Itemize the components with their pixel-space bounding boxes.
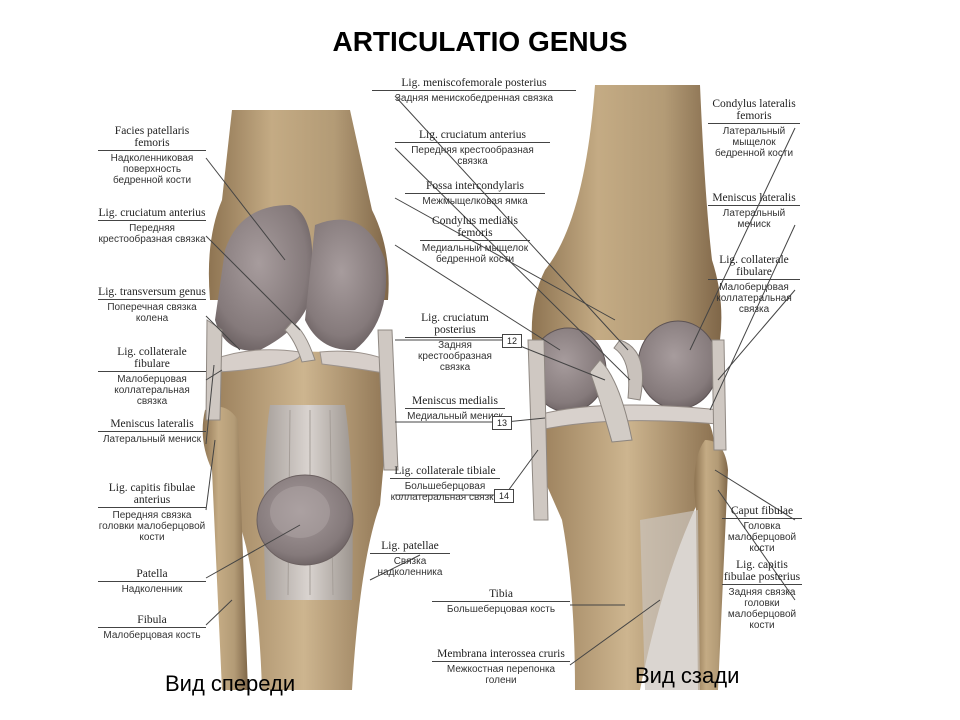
femur-back xyxy=(531,85,722,340)
label-condylus-lateralis-femoris: Condylus lateralis femoris Латеральный м… xyxy=(708,98,800,159)
label-lig-cruciatum-anterius-center: Lig. cruciatum anterius Передняя крестоо… xyxy=(395,129,550,167)
callout-number-13: 13 xyxy=(492,416,512,430)
label-facies-patellaris: Facies patellaris femoris Надколенникова… xyxy=(98,125,206,186)
label-fibula: Fibula Малоберцовая кость xyxy=(98,614,206,641)
label-fossa-intercondylaris: Fossa intercondylaris Межмыщелковая ямка xyxy=(405,180,545,207)
label-lig-collaterale-tibiale: Lig. collaterale tibiale Большеберцовая … xyxy=(390,465,500,503)
callout-number-12: 12 xyxy=(502,334,522,348)
label-tibia: Tibia Большеберцовая кость xyxy=(432,588,570,615)
label-lig-meniscofemorale-posterius: Lig. meniscofemorale posterius Задняя ме… xyxy=(372,77,576,104)
lateral-condyle-back xyxy=(637,320,719,410)
label-lig-transversum-genus: Lig. transversum genus Поперечная связка… xyxy=(98,286,206,324)
front-view-drawing xyxy=(202,110,399,690)
label-meniscus-medialis: Meniscus medialis Медиальный мениск xyxy=(405,395,505,422)
lateral-condyle-cartilage xyxy=(215,205,313,351)
label-patella: Patella Надколенник xyxy=(98,568,206,595)
label-lig-collaterale-fibulare-back: Lig. collaterale fibulare Малоберцовая к… xyxy=(708,254,800,315)
label-lig-capitis-fibulae-anterius: Lig. capitis fibulae anterius Передняя с… xyxy=(98,482,206,543)
label-lig-cruciatum-anterius-front: Lig. cruciatum anterius Передняя крестоо… xyxy=(98,207,206,245)
label-lig-capitis-fibulae-posterius: Lig. capitis fibulae posterius Задняя св… xyxy=(722,559,802,631)
label-meniscus-lateralis-back: Meniscus lateralis Латеральный мениск xyxy=(708,192,800,230)
fibula-back xyxy=(694,440,728,690)
label-membrana-interossea-cruris: Membrana interossea cruris Межкостная пе… xyxy=(432,648,570,686)
label-lig-collaterale-fibulare-front: Lig. collaterale fibulare Малоберцовая к… xyxy=(98,346,206,407)
label-condylus-medialis-femoris: Condylus medialis femoris Медиальный мыщ… xyxy=(420,215,530,265)
leader-lines xyxy=(205,95,796,666)
front-view-caption: Вид спереди xyxy=(165,671,296,696)
label-meniscus-lateralis-front: Meniscus lateralis Латеральный мениск xyxy=(98,418,206,445)
back-view-drawing xyxy=(527,85,728,690)
tibia-back xyxy=(540,408,715,690)
label-caput-fibulae: Caput fibulae Головка малоберцовой кости xyxy=(722,505,802,554)
medial-condyle-cartilage xyxy=(305,219,387,351)
lateral-meniscus-front xyxy=(211,349,301,373)
label-lig-cruciatum-posterius: Lig. cruciatum posterius Задняя крестооб… xyxy=(405,312,505,373)
label-lig-patellae: Lig. patellae Связка надколенника xyxy=(370,540,450,578)
back-view-caption: Вид сзади xyxy=(635,663,740,688)
callout-number-14: 14 xyxy=(494,489,514,503)
fibula-front xyxy=(202,406,248,690)
page-title: ARTICULATIO GENUS xyxy=(332,26,628,57)
